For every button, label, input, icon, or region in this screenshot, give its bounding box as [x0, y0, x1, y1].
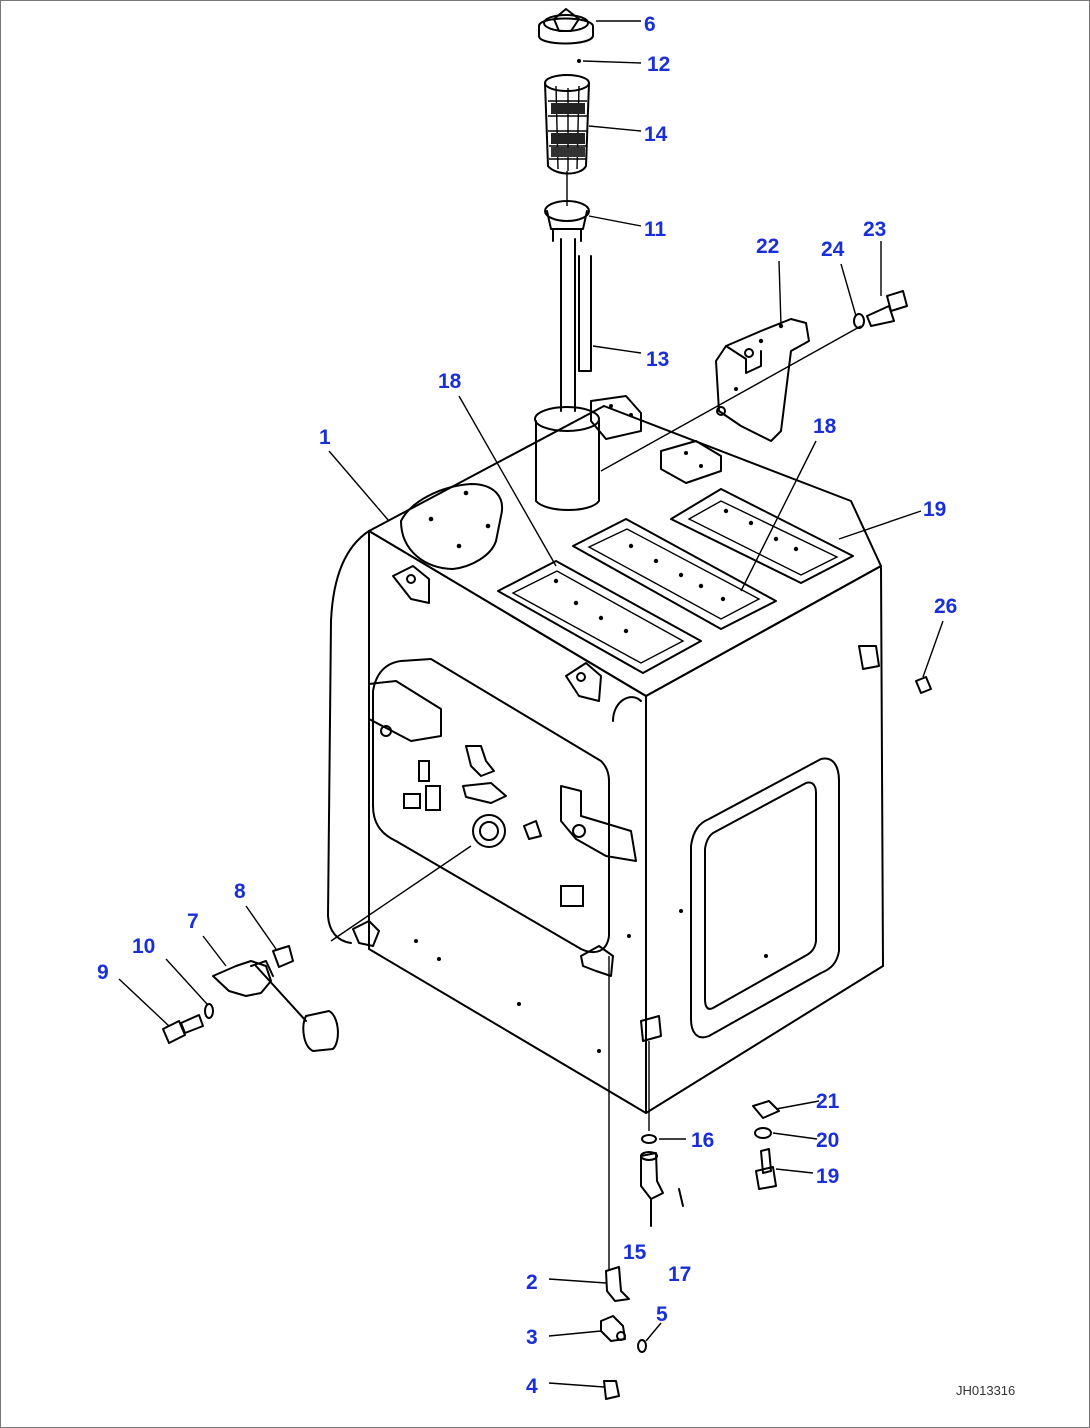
callout-18-left: 18: [438, 370, 462, 393]
part-oring-5: [637, 1339, 647, 1353]
callout-5: 5: [656, 1303, 668, 1326]
part-valve-15: [640, 1151, 664, 1227]
callout-26: 26: [934, 595, 957, 618]
callout-1: 1: [319, 426, 331, 449]
callout-24: 23: [863, 218, 886, 241]
part-clip-22: [752, 1100, 780, 1119]
callout-8: 8: [234, 880, 246, 903]
part-washer-10: [204, 1003, 214, 1019]
part-bracket-23: [715, 318, 810, 442]
drawing-number: JH013316: [956, 1383, 1015, 1398]
part-cap-4: [603, 1380, 620, 1400]
tank-top-details: [392, 395, 854, 722]
callout-13: 13: [646, 348, 669, 371]
part-pipe-13: [560, 238, 592, 412]
callout-12: 12: [647, 53, 670, 76]
part-plug-26: [915, 676, 932, 694]
callout-19: 19: [923, 498, 946, 521]
callout-2: 2: [526, 1271, 538, 1294]
callout-21: 20: [816, 1129, 839, 1152]
part-connector-3: [600, 1315, 626, 1342]
callout-22: 21: [816, 1090, 840, 1113]
callout-15: 15: [623, 1241, 647, 1264]
callout-3: 3: [526, 1326, 538, 1349]
callout-7: 7: [187, 910, 199, 933]
callout-17: 17: [668, 1263, 691, 1286]
callout-18-right: 18: [813, 415, 837, 438]
callout-16: 16: [691, 1129, 714, 1152]
part-strainer-14: [544, 74, 590, 175]
part-oring-16: [641, 1134, 657, 1144]
callout-6: 6: [644, 13, 656, 36]
callout-4: 4: [526, 1375, 538, 1398]
part-bolt-20: [755, 1148, 777, 1190]
part-cap-6: [538, 8, 594, 45]
part-oring-8: [272, 945, 294, 968]
callout-14: 14: [644, 123, 668, 146]
callout-20: 19: [816, 1165, 839, 1188]
callout-25: 24: [821, 238, 845, 261]
part-bolt-24: [866, 290, 908, 327]
callout-23: 22: [756, 235, 779, 258]
callout-labels: 6 12 14 11 13 22 24 23 18 18 1 19 26 8 7…: [97, 13, 1015, 1398]
callout-9: 9: [97, 961, 109, 984]
front-panel-fittings: [352, 645, 880, 1053]
tank-body: [327, 405, 884, 1114]
part-flange-11: [544, 200, 590, 242]
leader-lines: [118, 20, 944, 1388]
callout-10: 10: [132, 935, 155, 958]
part-bolt-9: [162, 1014, 204, 1044]
part-level-gauge-7: [212, 960, 339, 1052]
callout-11: 11: [644, 218, 667, 241]
part-elbow-2: [605, 1266, 630, 1302]
part-pin-17: [678, 1188, 684, 1207]
part-washer-25: [853, 313, 865, 329]
part-washer-21: [754, 1127, 772, 1139]
part-oring-12: [577, 59, 581, 63]
